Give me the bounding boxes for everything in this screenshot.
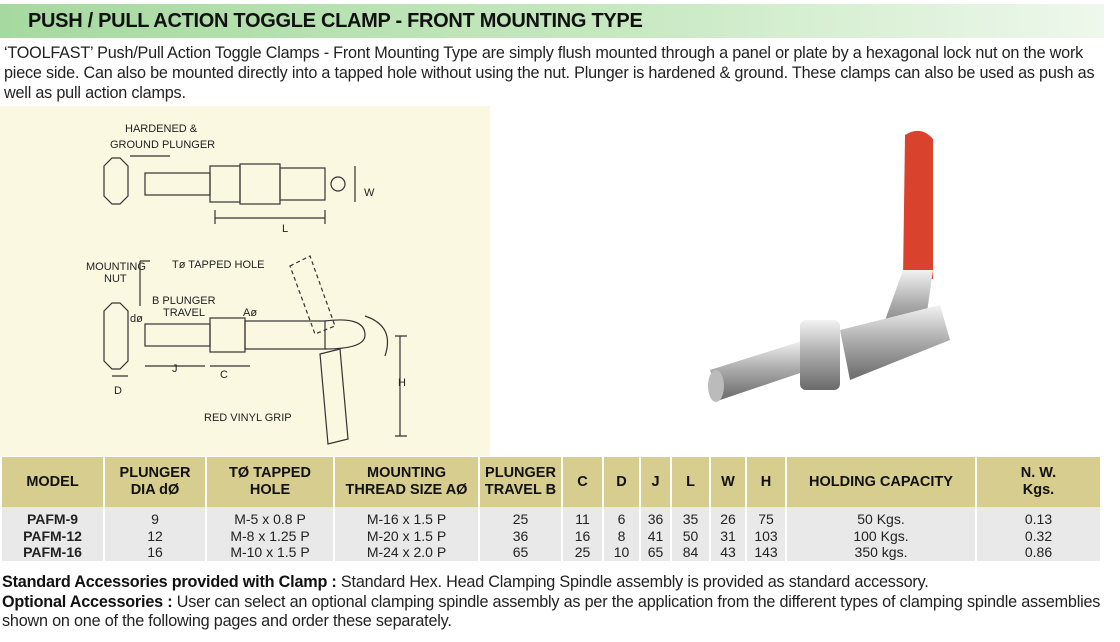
table-cell: 0.86 bbox=[977, 544, 1100, 561]
table-cell: M-20 x 1.5 P bbox=[335, 527, 478, 544]
table-cell: 6 bbox=[604, 507, 639, 528]
label-mounting: MOUNTING bbox=[86, 261, 146, 273]
label-tapped-hole: Tø TAPPED HOLE bbox=[172, 259, 265, 271]
table-cell: 41 bbox=[641, 527, 670, 544]
col-d: D bbox=[604, 457, 639, 507]
table-cell: 11 bbox=[563, 507, 602, 528]
table-cell: M-5 x 0.8 P bbox=[207, 507, 333, 528]
table-cell: 35 bbox=[672, 507, 709, 528]
label-plunger: GROUND PLUNGER bbox=[110, 139, 215, 151]
col-j: J bbox=[641, 457, 670, 507]
red-grip bbox=[903, 130, 933, 279]
intro-text: ‘TOOLFAST’ Push/Pull Action Toggle Clamp… bbox=[4, 44, 1095, 102]
label-c: C bbox=[220, 369, 228, 381]
hex-nut-side bbox=[103, 302, 129, 370]
label-nut: NUT bbox=[104, 273, 127, 285]
table-cell: PAFM-9 bbox=[2, 507, 103, 528]
table-cell: 84 bbox=[672, 544, 709, 561]
table-cell: 103 bbox=[747, 527, 785, 544]
table-cell: 8 bbox=[604, 527, 639, 544]
table-cell: M-24 x 2.0 P bbox=[335, 544, 478, 561]
accessories-notes: Standard Accessories provided with Clamp… bbox=[2, 573, 1112, 632]
hex-nut-top bbox=[103, 157, 129, 205]
table-cell: 25 bbox=[563, 544, 602, 561]
label-dia: dø bbox=[130, 313, 143, 325]
plunger-top bbox=[144, 172, 211, 196]
label-j: J bbox=[172, 363, 178, 375]
label-a: Aø bbox=[243, 307, 257, 319]
table-cell: 26 bbox=[711, 507, 745, 528]
col-holding-capacity: HOLDING CAPACITY bbox=[787, 457, 975, 507]
table-cell: M-10 x 1.5 P bbox=[207, 544, 333, 561]
label-d: D bbox=[114, 385, 122, 397]
table-cell: M-16 x 1.5 P bbox=[335, 507, 478, 528]
technical-drawing: HARDENED & GROUND PLUNGER W L MOUNTING N… bbox=[0, 106, 490, 456]
title-bar: PUSH / PULL ACTION TOGGLE CLAMP - FRONT … bbox=[0, 4, 1104, 38]
table-cell: 50 bbox=[672, 527, 709, 544]
label-h: H bbox=[398, 377, 406, 389]
table-cell: 31 bbox=[711, 527, 745, 544]
table-cell: 9 bbox=[105, 507, 205, 528]
label-l: L bbox=[282, 223, 288, 235]
table-cell: 65 bbox=[641, 544, 670, 561]
table-cell: PAFM-16 bbox=[2, 544, 103, 561]
table-cell: 12 bbox=[105, 527, 205, 544]
table-cell: 10 bbox=[604, 544, 639, 561]
table-cell: PAFM-12 bbox=[2, 527, 103, 544]
red-vinyl-grip-outline bbox=[319, 348, 349, 445]
table-cell: 36 bbox=[641, 507, 670, 528]
label-travel: TRAVEL bbox=[163, 307, 205, 319]
table-cell: 36 bbox=[480, 527, 561, 544]
drawing-labels: HARDENED & GROUND PLUNGER W L MOUNTING N… bbox=[86, 123, 406, 424]
table-cell: 16 bbox=[105, 544, 205, 561]
col-model: MODEL bbox=[2, 457, 103, 507]
table-cell: 350 kgs. bbox=[787, 544, 975, 561]
optional-accessories: Optional Accessories : User can select a… bbox=[2, 592, 1101, 631]
table-cell: 100 Kgs. bbox=[787, 527, 975, 544]
table-cell: 43 bbox=[711, 544, 745, 561]
table-cell: M-8 x 1.25 P bbox=[207, 527, 333, 544]
table-cell: 143 bbox=[747, 544, 785, 561]
table-cell: 50 Kgs. bbox=[787, 507, 975, 528]
col-w: W bbox=[711, 457, 745, 507]
label-w: W bbox=[364, 187, 375, 199]
plunger bbox=[710, 340, 815, 400]
table-cell: 0.32 bbox=[977, 527, 1100, 544]
label-grip: RED VINYL GRIP bbox=[204, 412, 292, 424]
product-photo bbox=[690, 120, 970, 430]
standard-accessories: Standard Accessories provided with Clamp… bbox=[2, 573, 929, 591]
col-net-weight: N. W.Kgs. bbox=[977, 457, 1100, 507]
table-cell: 0.13 bbox=[977, 507, 1100, 528]
label-hardened: HARDENED & bbox=[125, 123, 198, 135]
table-cell: 16 bbox=[563, 527, 602, 544]
label-b-plunger: B PLUNGER bbox=[152, 295, 216, 307]
table-cell: 25 bbox=[480, 507, 561, 528]
col-h: H bbox=[747, 457, 785, 507]
table-cell: 75 bbox=[747, 507, 785, 528]
page-title: PUSH / PULL ACTION TOGGLE CLAMP - FRONT … bbox=[28, 10, 643, 32]
col-l: L bbox=[672, 457, 709, 507]
table-cell: 65 bbox=[480, 544, 561, 561]
col-c: C bbox=[563, 457, 602, 507]
